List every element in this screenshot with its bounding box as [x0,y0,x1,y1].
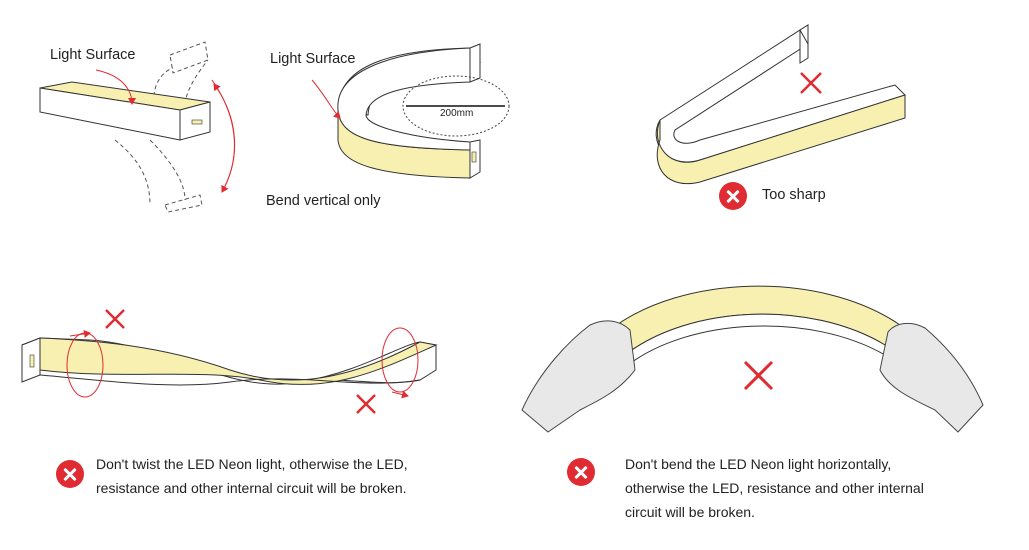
error-circle-icon [56,460,84,488]
bend-warning-line: otherwise the LED, resistance and other … [625,480,924,496]
bend-warning-line: Don't bend the LED Neon light horizontal… [625,456,892,472]
twist-warning-line: Don't twist the LED Neon light, otherwis… [96,456,408,472]
twist-warning-line: resistance and other internal circuit wi… [96,480,407,496]
bend-vertical-caption: Bend vertical only [266,193,381,209]
straight-strip-illustration [39,41,236,213]
light-surface-label: Light Surface [270,51,356,67]
cross-mark-icon [356,394,376,414]
cross-mark-icon [743,360,774,391]
light-surface-label: Light Surface [50,47,136,63]
error-circle-icon [719,182,747,210]
bend-warning-line: circuit will be broken. [625,504,755,520]
cross-mark-icon [105,309,125,329]
twisted-strip-illustration [21,309,438,414]
too-sharp-caption: Too sharp [762,187,826,203]
bend-warning-note: Don't bend the LED Neon light horizontal… [625,452,924,524]
twist-warning-note: Don't twist the LED Neon light, otherwis… [96,452,408,500]
sharp-bend-illustration [655,24,906,185]
radius-label: 200mm [440,108,474,119]
error-circle-icon [567,458,595,486]
cross-mark-icon [800,72,822,94]
vertical-bend-illustration [311,43,510,179]
horizontal-bend-illustration [521,285,984,433]
